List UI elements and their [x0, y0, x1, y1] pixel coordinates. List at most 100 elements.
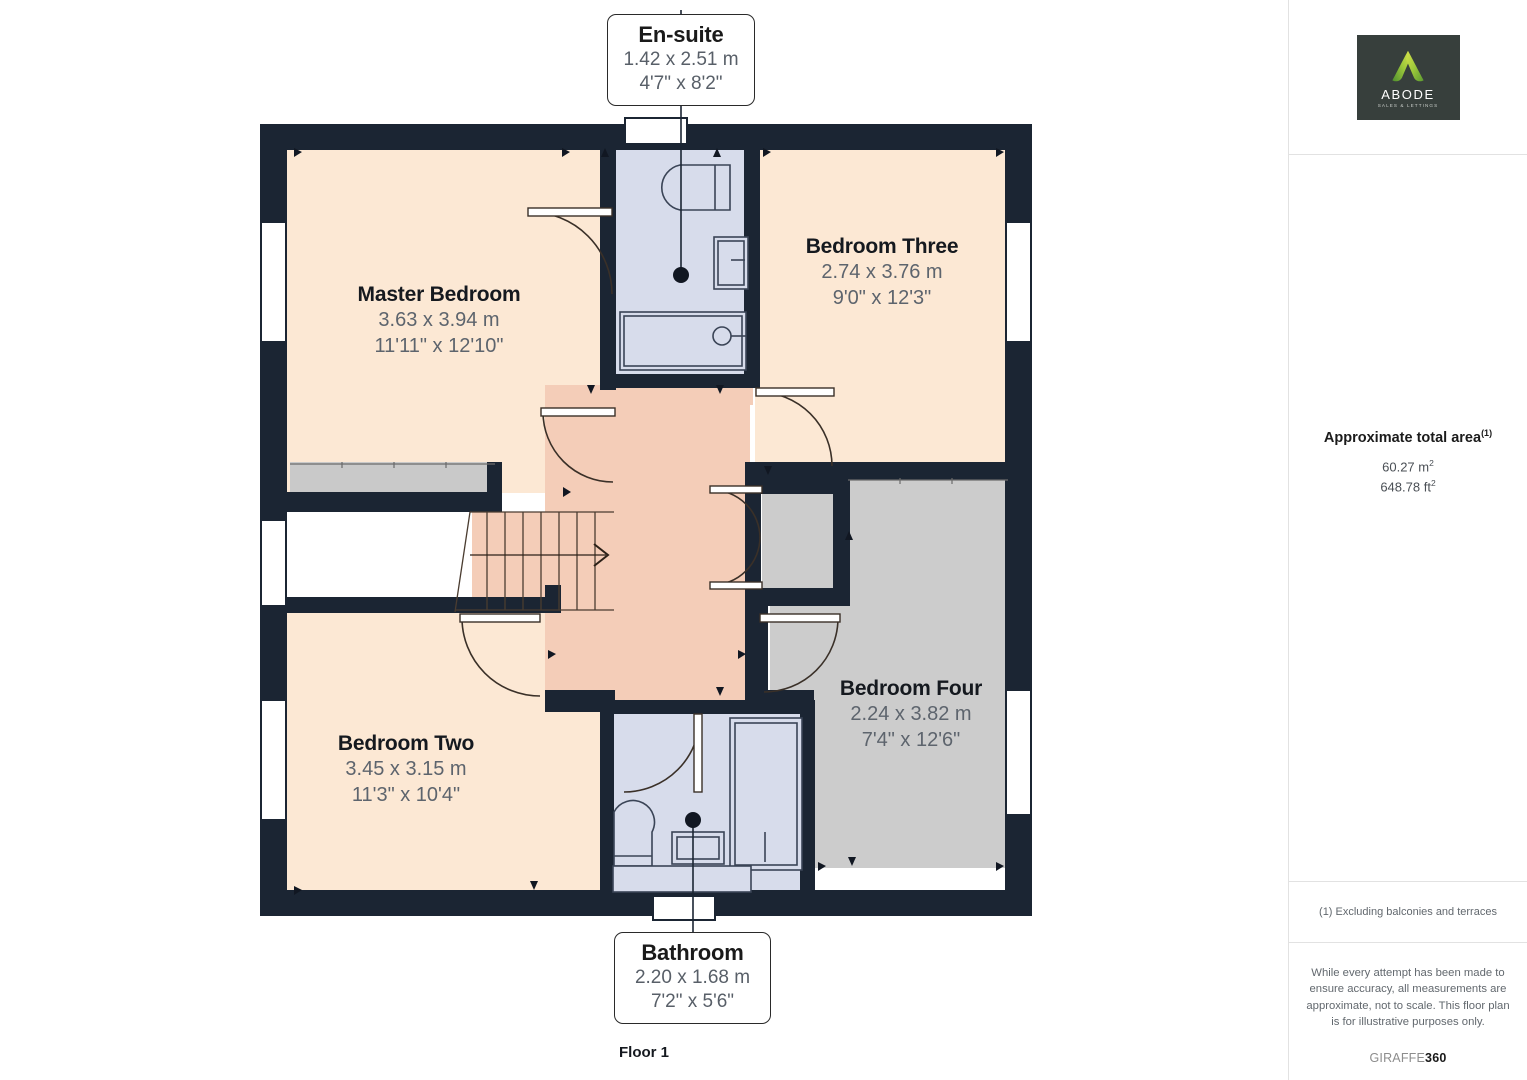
builtins: [290, 462, 1008, 484]
wall-ensuite-bottom: [600, 374, 760, 388]
stair-taper-edge: [454, 511, 471, 613]
bath-basin: [613, 799, 656, 867]
dim-tick: [548, 650, 556, 659]
dim-tick: [294, 886, 302, 895]
wall-master-south2: [487, 462, 502, 512]
giraffe360-brand-light: GIRAFFE: [1369, 1050, 1426, 1065]
window-top-ensuite: [624, 117, 688, 145]
staircase: [454, 511, 614, 613]
fixtures: [612, 164, 803, 893]
room-title-bathroom: Bathroom: [641, 940, 744, 965]
ensuite-shower: [660, 164, 731, 211]
door-master-2-arc: [542, 411, 614, 483]
sidebar: ABODE SALES & LETTINGS Approximate total…: [1288, 0, 1527, 1080]
room-callout-bathroom[interactable]: Bathroom 2.20 x 1.68 m 7'2" x 5'6": [614, 932, 771, 1025]
total-area-values: 60.27 m2 648.78 ft2: [1289, 457, 1527, 498]
total-area-metric-unit-sup: 2: [1429, 457, 1434, 468]
bath-tub-inner: [734, 722, 798, 866]
total-area-imperial-unit: ft: [1423, 479, 1431, 495]
dim-tick: [764, 466, 772, 475]
room-title-ensuite: En-suite: [638, 22, 724, 47]
door-bed4-leaf: [759, 613, 841, 623]
camera-dot-ensuite: [673, 267, 689, 283]
door-cupboard-2-leaf: [709, 581, 763, 590]
dim-tick: [563, 487, 571, 497]
wall-bed2-landing: [545, 690, 615, 712]
sidebar-logo-section: ABODE SALES & LETTINGS: [1289, 0, 1527, 155]
wall-ensuite-bed3: [744, 148, 760, 378]
ensuite-bath-inner: [623, 315, 743, 367]
total-area-metric-unit: m: [1418, 459, 1430, 474]
floor-caption: Floor 1: [618, 1044, 669, 1061]
room-fills: [286, 148, 1010, 897]
wall-cupboard-right: [833, 462, 850, 606]
fill-master-wardrobe: [290, 462, 495, 494]
stair-direction-arrow: [593, 543, 610, 567]
door-bath-leaf: [693, 713, 703, 793]
sidebar-footnote-section: (1) Excluding balconies and terraces: [1289, 882, 1527, 943]
dim-tick: [716, 687, 724, 696]
giraffe360-brand: GIRAFFE360: [1305, 1051, 1511, 1065]
door-master-2-leaf: [540, 407, 616, 417]
window-left-master: [260, 221, 287, 343]
dim-tick: [763, 148, 771, 157]
abode-logo-tagline: SALES & LETTINGS: [1377, 102, 1439, 108]
dim-tick: [996, 862, 1004, 871]
dim-tick: [530, 881, 538, 890]
ensuite-basin-inner: [717, 240, 745, 286]
dim-tick: [294, 148, 302, 157]
wall-stair-landing: [545, 585, 561, 613]
abode-logo-name: ABODE: [1381, 86, 1435, 102]
room-dim-metric-bathroom: 2.20 x 1.68 m: [634, 966, 751, 988]
fill-stair-void: [286, 512, 472, 612]
giraffe360-brand-bold: 360: [1425, 1050, 1447, 1065]
windows: [260, 117, 1032, 921]
window-left-stair: [260, 519, 287, 607]
door-cupboard-1-leaf: [709, 485, 763, 494]
wall-bed3-south: [760, 478, 848, 494]
window-right-bed3: [1005, 221, 1032, 343]
wall-bath-left: [600, 700, 614, 892]
floorplan-canvas[interactable]: En-suite 1.42 x 2.51 m 4'7" x 8'2" Bathr…: [0, 0, 1288, 1080]
door-bed4-arc: [763, 617, 839, 693]
dim-tick: [845, 531, 853, 540]
dimension-ticks: [294, 148, 1004, 895]
dim-tick: [818, 862, 826, 871]
total-area-block: Approximate total area(1) 60.27 m2 648.7…: [1289, 428, 1527, 498]
room-dim-metric-ensuite: 1.42 x 2.51 m: [623, 48, 739, 70]
door-bed3-leaf: [755, 387, 835, 397]
abode-chevron-icon: [1392, 50, 1424, 81]
window-right-bed4: [1005, 689, 1032, 816]
camera-dot-bathroom: [685, 812, 701, 828]
total-area-metric: 60.27 m2: [1289, 457, 1527, 477]
room-dim-imperial-bathroom: 7'2" x 5'6": [650, 990, 735, 1012]
wall-bath-right: [800, 700, 815, 892]
door-bed2-leaf: [459, 613, 541, 623]
dim-tick: [601, 148, 609, 157]
dim-tick: [996, 148, 1004, 157]
door-bed2-arc: [461, 617, 541, 697]
room-callout-ensuite[interactable]: En-suite 1.42 x 2.51 m 4'7" x 8'2": [607, 14, 755, 107]
total-area-imperial: 648.78 ft2: [1289, 477, 1527, 497]
wall-bottom: [260, 890, 1032, 916]
dim-tick: [738, 650, 746, 659]
abode-logo[interactable]: ABODE SALES & LETTINGS: [1356, 34, 1460, 120]
disclaimer-text: While every attempt has been made to ens…: [1306, 967, 1510, 1029]
total-area-imperial-unit-sup: 2: [1430, 478, 1436, 489]
door-master-1-leaf: [527, 207, 613, 217]
fill-bedroom-three: [755, 148, 1005, 493]
total-area-title: Approximate total area(1): [1289, 428, 1527, 448]
wall-bed3-south2: [1005, 462, 1015, 494]
bath-toilet-inner: [676, 836, 720, 860]
sidebar-area-section: Approximate total area(1) 60.27 m2 648.7…: [1289, 155, 1527, 882]
total-area-footnote-marker: (1): [1481, 428, 1493, 438]
dim-tick: [587, 385, 595, 394]
wall-bed4-west: [752, 595, 768, 705]
total-area-metric-value: 60.27: [1382, 459, 1415, 474]
bath-cistern: [612, 865, 752, 893]
dim-tick: [562, 148, 570, 157]
total-area-title-text: Approximate total area: [1323, 429, 1482, 446]
dim-tick: [848, 857, 856, 866]
doors: [459, 207, 841, 793]
wall-master-south: [287, 492, 500, 512]
